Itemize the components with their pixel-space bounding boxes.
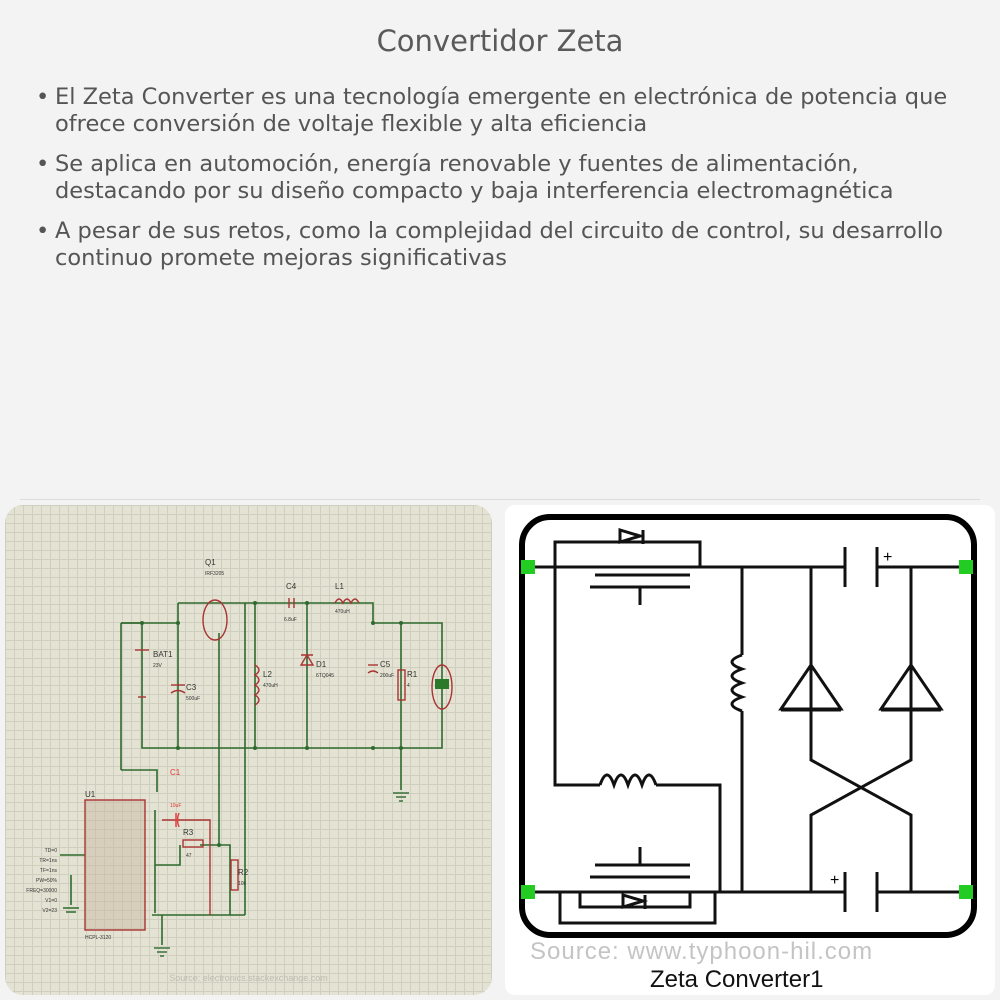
pulse-param: TF=1ns (40, 868, 58, 874)
zeta-converter-diagram: + + Source: www.typhoon-hil.com Zeta Con… (505, 505, 995, 995)
plus-sign: + (830, 872, 839, 889)
label-c4: C4 (286, 582, 297, 591)
label-q1-part: IRF3205 (205, 571, 224, 577)
label-r3: R3 (183, 828, 194, 837)
bullet-item: •A pesar de sus retos, como la complejid… (36, 218, 944, 271)
bullet-item: •El Zeta Converter es una tecnología eme… (36, 84, 948, 137)
label-r1: R1 (407, 670, 418, 679)
plus-sign: + (883, 549, 892, 566)
label-c3: C3 (186, 683, 197, 692)
label-r3-value: 47 (186, 853, 192, 859)
divider (20, 499, 980, 500)
pulse-param: TD=0 (45, 848, 58, 854)
label-r2: R2 (238, 868, 249, 877)
label-r1-value: 4 (407, 683, 410, 689)
label-c4-value: 6.8uF (284, 617, 297, 623)
ground-icon (63, 792, 409, 957)
terminal-icon (521, 560, 973, 899)
label-c1-value: 10uF (170, 803, 181, 809)
label-l1-value: 470uH (335, 609, 350, 615)
label-bat1-value: 23V (153, 663, 163, 669)
pulse-param: V1=0 (45, 898, 57, 904)
label-c5-value: 200uF (380, 673, 394, 679)
schematic-drawing: Q1 IRF3205 C4 6.8uF L1 470uH BAT1 23V C3… (26, 558, 453, 957)
pulse-param: TR=1ns (39, 858, 57, 864)
image-source: Source: electronics.stackexchange.com (169, 973, 328, 983)
label-bat1: BAT1 (153, 650, 173, 659)
bullet-icon: • (36, 151, 50, 177)
terminal-icon (521, 560, 535, 574)
terminal-icon (959, 885, 973, 899)
bullet-item: •Se aplica en automoción, energía renova… (36, 151, 894, 204)
terminal-icon (521, 885, 535, 899)
label-c1: C1 (170, 768, 181, 777)
label-u1-part: HCPL-3120 (85, 935, 111, 941)
label-r2-value: 10k (238, 881, 247, 887)
label-d1: D1 (316, 660, 327, 669)
label-c3-value: 500uF (186, 696, 200, 702)
image-source: Source: www.typhoon-hil.com (530, 938, 874, 965)
bullet-list: •El Zeta Converter es una tecnología eme… (36, 84, 966, 285)
label-d1-part: 6TQ045 (316, 673, 334, 679)
pulse-param: FREQ=30000 (26, 888, 57, 894)
label-q1: Q1 (205, 558, 216, 567)
terminal-icon (959, 560, 973, 574)
page-title: Convertidor Zeta (376, 24, 624, 58)
bullet-icon: • (36, 218, 50, 244)
proteus-schematic-image: Q1 IRF3205 C4 6.8uF L1 470uH BAT1 23V C3… (5, 505, 492, 995)
label-u1: U1 (85, 790, 96, 799)
bullet-icon: • (36, 84, 50, 110)
diagram-caption: Zeta Converter1 (650, 966, 824, 993)
label-l2-value: 470uH (263, 683, 278, 689)
pulse-param: V2=23 (42, 908, 57, 914)
pulse-param: PW=50% (36, 878, 58, 884)
circuit-block-drawing: + + (519, 514, 977, 938)
label-c5: C5 (380, 660, 391, 669)
label-l1: L1 (335, 582, 344, 591)
label-l2: L2 (263, 670, 272, 679)
